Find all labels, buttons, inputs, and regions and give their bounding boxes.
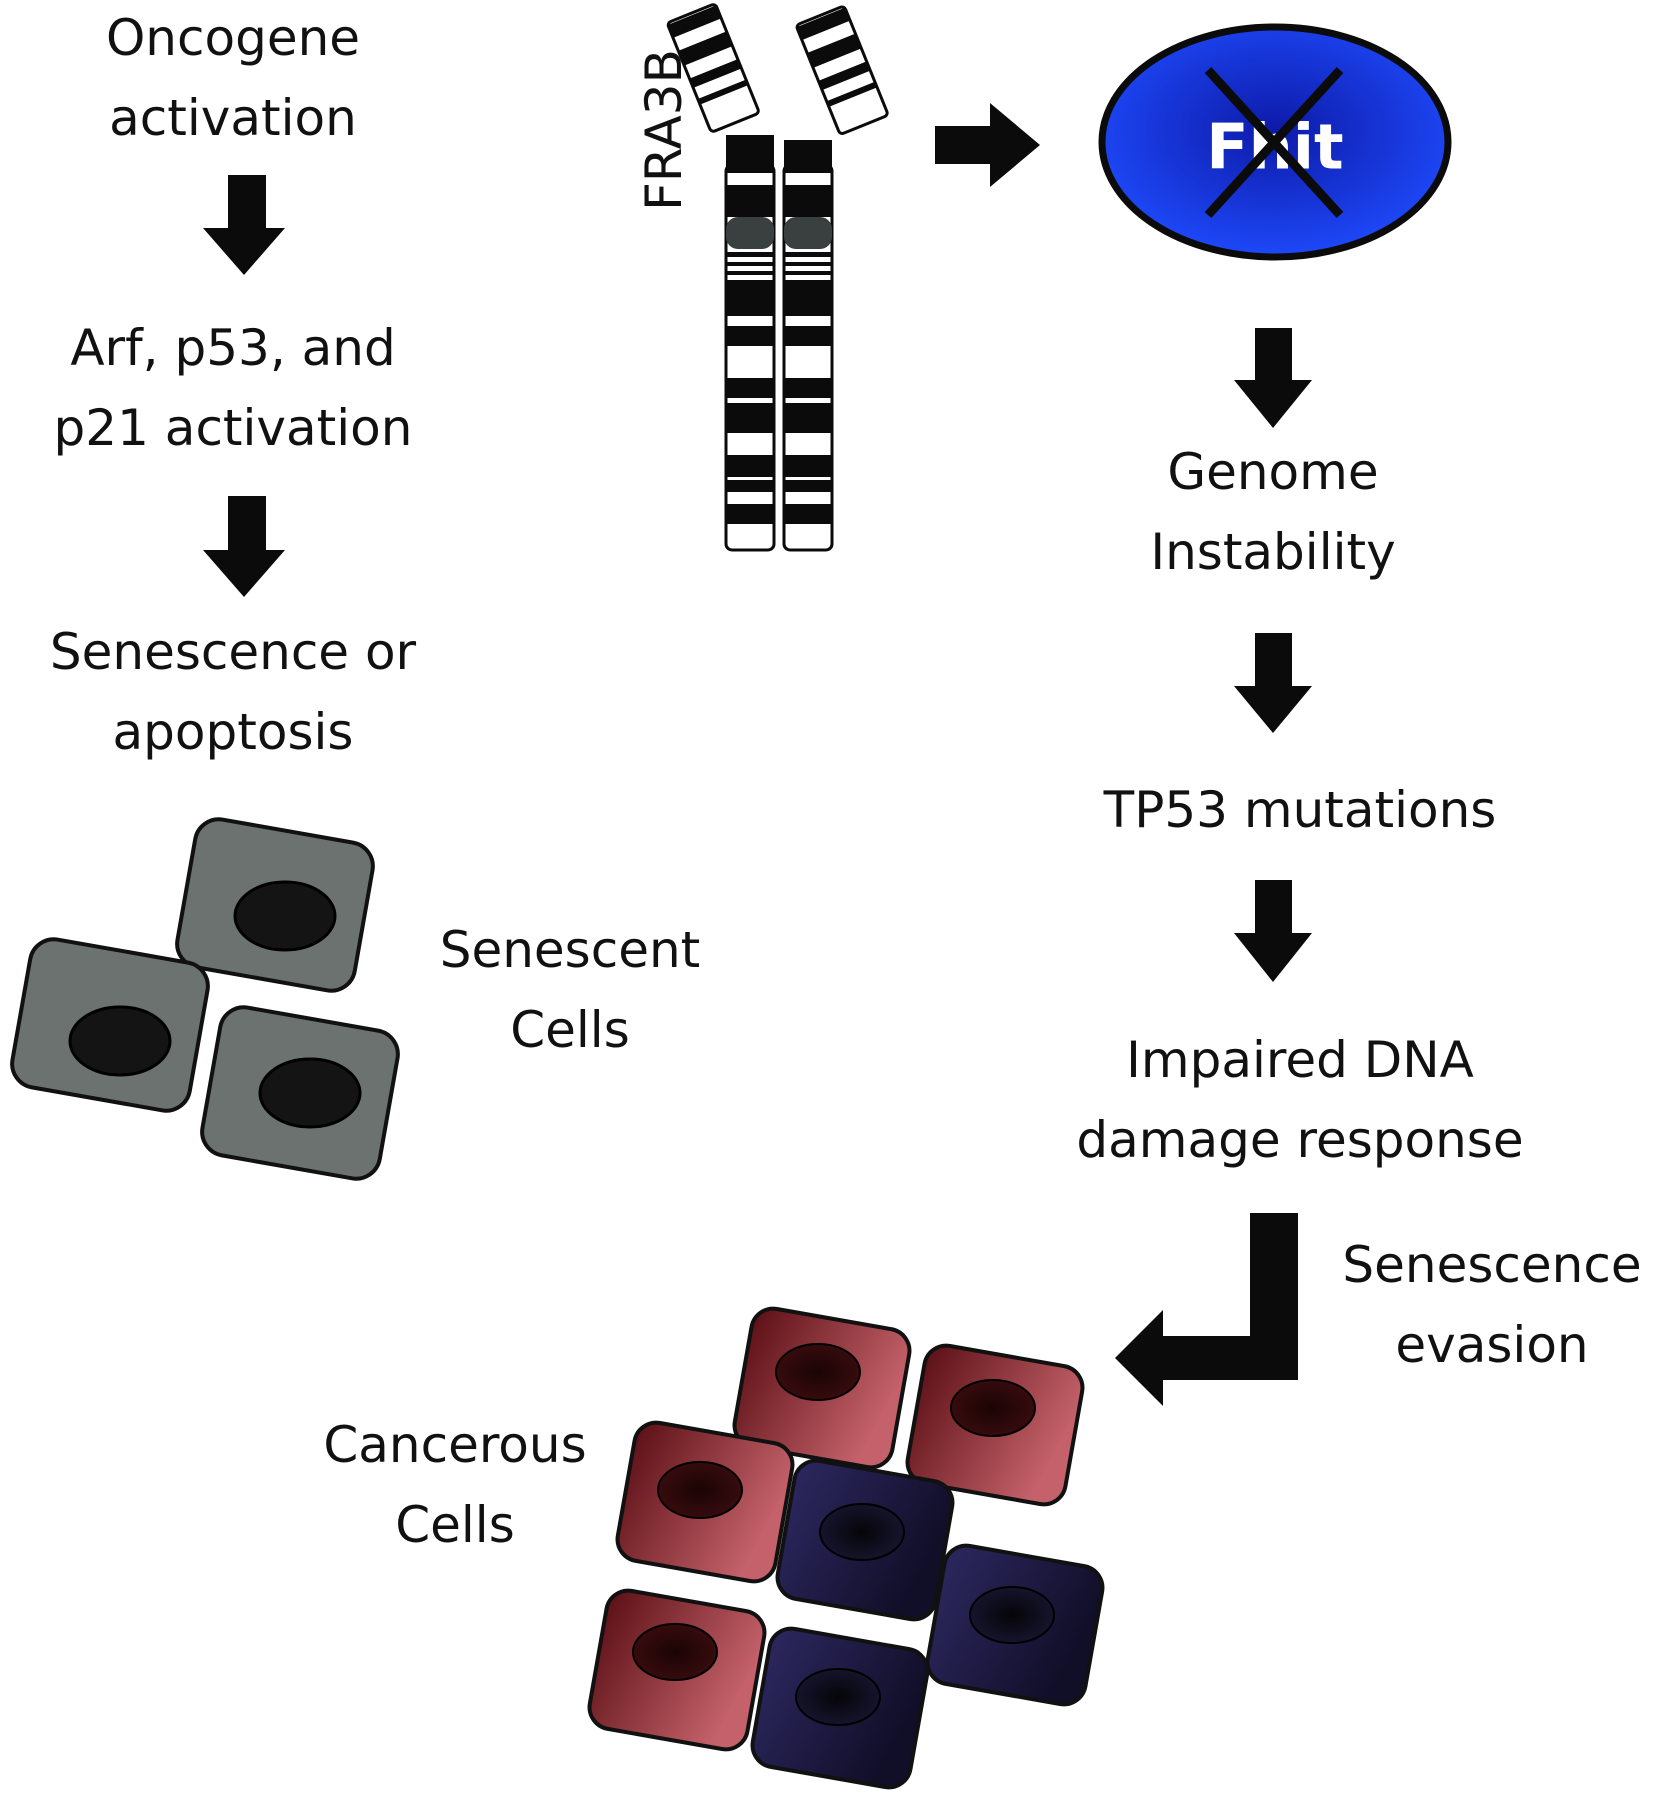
cancer-cell-red-3 bbox=[615, 1420, 795, 1584]
senescent-cells-label: Senescent Cells bbox=[420, 910, 720, 1070]
genome-instability-label: Genome Instability bbox=[1113, 432, 1433, 592]
genome-line1: Genome bbox=[1167, 443, 1379, 501]
cancer-cell-red-1 bbox=[732, 1306, 912, 1470]
evasion-line2: evasion bbox=[1395, 1316, 1589, 1374]
cancer-cell-red-2 bbox=[905, 1343, 1085, 1507]
tp53-mutations-label: TP53 mutations bbox=[1060, 770, 1540, 850]
impaired-dna-damage-response-label: Impaired DNA damage response bbox=[1030, 1020, 1570, 1180]
tp53-line: TP53 mutations bbox=[1103, 781, 1497, 839]
arrow-genome-to-tp53 bbox=[1234, 633, 1312, 733]
genome-line2: Instability bbox=[1150, 523, 1396, 581]
fra3b-text: FRA3B bbox=[635, 49, 693, 211]
senescent-cell-right bbox=[200, 1005, 400, 1181]
chromosome-right bbox=[782, 5, 889, 552]
cancerous-line2: Cells bbox=[395, 1496, 515, 1554]
arrow-fra3b-to-fhit bbox=[935, 103, 1040, 187]
cancer-cell-blue-2 bbox=[925, 1543, 1105, 1707]
impaired-line1: Impaired DNA bbox=[1126, 1031, 1474, 1089]
senescence-line1: Senescence or bbox=[49, 623, 417, 681]
arrow-oncogene-to-arf bbox=[203, 175, 285, 275]
arf-line2: p21 activation bbox=[53, 399, 413, 457]
impaired-line2: damage response bbox=[1076, 1111, 1524, 1169]
cancer-cell-blue-3 bbox=[750, 1626, 930, 1790]
cancerous-cells-label: Cancerous Cells bbox=[300, 1405, 610, 1565]
arf-p53-p21-label: Arf, p53, and p21 activation bbox=[0, 308, 466, 468]
cancerous-line1: Cancerous bbox=[323, 1416, 587, 1474]
senescent-cells-line2: Cells bbox=[510, 1001, 630, 1059]
arrow-fhit-to-genome bbox=[1234, 328, 1312, 428]
oncogene-line2: activation bbox=[109, 89, 357, 147]
senescence-or-apoptosis-label: Senescence or apoptosis bbox=[0, 612, 466, 772]
arrow-senescence-evasion bbox=[1115, 1213, 1298, 1406]
evasion-line1: Senescence bbox=[1342, 1236, 1642, 1294]
arrow-arf-to-senescence bbox=[203, 496, 285, 597]
arf-line1: Arf, p53, and bbox=[70, 319, 396, 377]
senescence-evasion-label: Senescence evasion bbox=[1330, 1225, 1654, 1385]
cancer-cell-blue-1 bbox=[775, 1458, 955, 1622]
senescence-line2: apoptosis bbox=[112, 703, 354, 761]
senescent-cell-left bbox=[10, 937, 210, 1113]
oncogene-line1: Oncogene bbox=[105, 9, 361, 67]
arrow-tp53-to-impaired bbox=[1234, 880, 1312, 982]
senescent-cells-line1: Senescent bbox=[439, 921, 701, 979]
oncogene-activation-label: Oncogene activation bbox=[0, 0, 466, 158]
cancer-cell-red-4 bbox=[587, 1588, 767, 1752]
chromosome-left bbox=[666, 3, 776, 552]
senescent-cell-top bbox=[175, 817, 375, 993]
